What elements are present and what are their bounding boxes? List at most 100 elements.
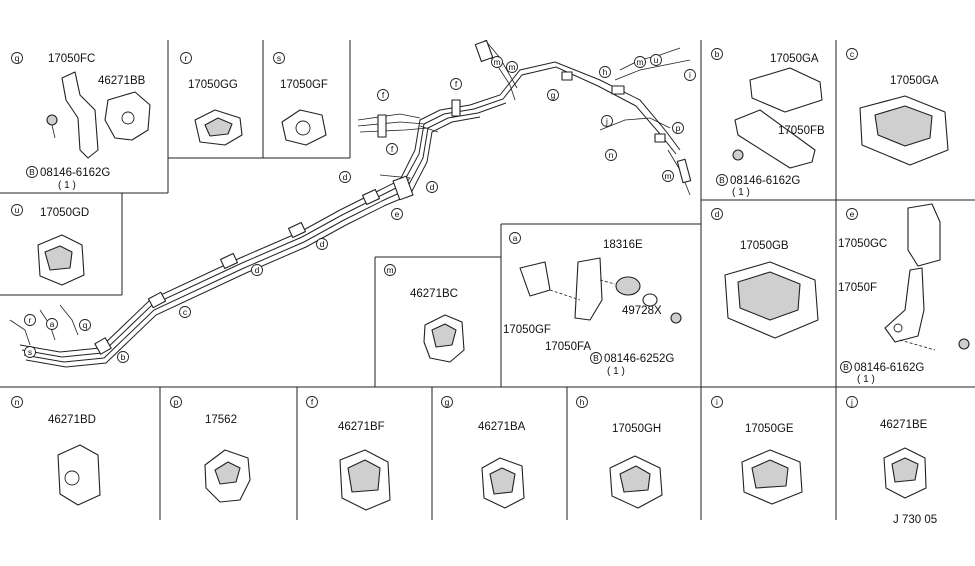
svg-text:s: s [277,53,281,63]
svg-text:B: B [719,175,725,185]
svg-text:17050GG: 17050GG [188,79,238,91]
svg-text:s: s [28,347,32,357]
svg-text:d: d [715,209,720,219]
svg-text:c: c [850,49,855,59]
svg-text:e: e [850,209,855,219]
panel-j: j 46271BE [846,396,928,499]
bracket-17050FA-shape [574,257,603,321]
svg-text:d: d [430,182,435,192]
svg-text:( 1 ): ( 1 ) [857,374,875,385]
svg-text:d: d [343,172,348,182]
svg-text:46271BF: 46271BF [338,421,385,433]
svg-text:r: r [29,315,32,325]
svg-text:08146-6252G: 08146-6252G [604,353,674,365]
panel-a: a 18316E 17050GF 17050FA 49728X B 08146-… [503,232,682,377]
clip-17050GA-shape [749,67,823,113]
svg-text:B: B [843,362,849,372]
panel-f: f 46271BF [306,396,391,511]
svg-text:e: e [395,209,400,219]
svg-text:08146-6162G: 08146-6162G [730,175,800,187]
panel-e: e 17050GC 17050F B 08146-6162G ( 1 ) [838,203,970,385]
svg-text:b: b [715,49,720,59]
svg-text:m: m [508,62,515,72]
svg-text:46271BE: 46271BE [880,419,928,431]
svg-text:B: B [593,353,599,363]
svg-text:17050GE: 17050GE [745,423,794,435]
svg-text:g: g [551,90,556,100]
svg-text:17050F: 17050F [838,282,877,294]
svg-text:B: B [29,167,35,177]
panel-h: h 17050GH [576,396,663,509]
brake-fuel-pipe-assembly [9,39,692,368]
svg-text:g: g [445,397,450,407]
panel-n: n 46271BD [11,396,101,506]
bolt-icon [46,114,58,126]
svg-text:n: n [15,397,20,407]
bolt-icon [958,338,970,350]
svg-text:n: n [609,150,614,160]
svg-text:08146-6162G: 08146-6162G [854,362,924,374]
svg-text:m: m [386,265,393,275]
svg-text:i: i [716,397,718,407]
svg-text:i: i [689,70,691,80]
bolt-icon [670,312,682,324]
svg-text:17050FB: 17050FB [778,125,825,137]
bracket-17050FC-shape [61,71,99,159]
bracket-17050FB-shape [734,109,816,169]
svg-text:u: u [654,55,659,65]
svg-text:p: p [174,397,179,407]
svg-text:17050GA: 17050GA [770,53,819,65]
svg-text:f: f [382,90,385,100]
svg-text:17050GH: 17050GH [612,423,661,435]
svg-text:08146-6162G: 08146-6162G [40,167,110,179]
svg-text:17050GB: 17050GB [740,240,789,252]
svg-text:a: a [513,233,518,243]
diagram-id: J 730 05 [893,514,937,526]
svg-text:p: p [676,123,681,133]
svg-text:f: f [455,79,458,89]
svg-text:a: a [50,319,55,329]
svg-text:h: h [603,67,608,77]
svg-text:46271BC: 46271BC [410,288,458,300]
svg-text:d: d [320,239,325,249]
svg-text:c: c [183,307,188,317]
panel-m: m 46271BC [384,264,465,363]
svg-text:17050GD: 17050GD [40,207,89,219]
bracket-17050GF-shape [519,261,551,297]
panel-u: u 17050GD [11,204,89,286]
bracket-17050F-shape [884,267,925,343]
svg-text:17050GF: 17050GF [280,79,328,91]
svg-text:( 1 ): ( 1 ) [732,187,750,198]
svg-text:d: d [255,265,260,275]
svg-text:17050GC: 17050GC [838,238,887,250]
svg-text:49728X: 49728X [622,305,662,317]
svg-text:( 1 ): ( 1 ) [607,366,625,377]
svg-text:m: m [664,171,671,181]
svg-text:q: q [15,53,20,63]
panel-g: g 46271BA [441,396,526,509]
svg-text:17050FA: 17050FA [545,341,591,353]
svg-text:46271BD: 46271BD [48,414,96,426]
svg-text:17050GF: 17050GF [503,324,551,336]
svg-text:m: m [636,57,643,67]
svg-text:f: f [391,144,394,154]
clip-46271BD-shape [57,444,101,506]
svg-text:q: q [83,320,88,330]
svg-text:17562: 17562 [205,414,237,426]
svg-text:h: h [580,397,585,407]
svg-text:m: m [493,57,500,67]
panel-s: s 17050GF [273,52,328,146]
svg-text:17050GA: 17050GA [890,75,939,87]
svg-text:j: j [605,116,608,126]
part-number-17050FC: 17050FC [48,53,95,65]
svg-text:18316E: 18316E [603,239,643,251]
panel-b: b 17050GA 17050FB B 08146-6162G ( 1 ) [711,48,825,198]
clip-17050GC-shape [907,203,941,267]
panel-d: d 17050GB [711,208,819,339]
washer-49728X-shape [642,293,658,307]
svg-text:r: r [185,53,188,63]
panel-q: q 17050FC 46271BB B 08146-6162G ( 1 ) [11,52,151,191]
panel-i: i 17050GE [711,396,803,505]
panel-c: c 17050GA [846,48,949,166]
